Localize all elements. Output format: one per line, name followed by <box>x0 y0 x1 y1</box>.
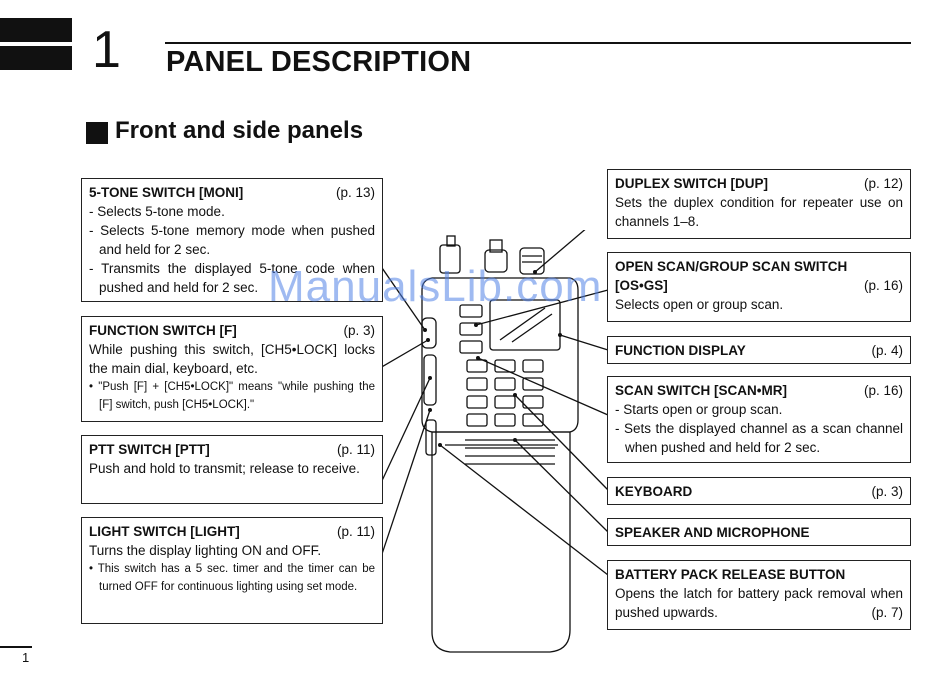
box-title: BATTERY PACK RELEASE BUTTON <box>615 567 846 582</box>
leader-line-battery <box>439 444 609 576</box>
leader-line-dup <box>534 230 586 273</box>
box-keyboard: KEYBOARD (p. 3) <box>607 477 911 505</box>
desc-line: - Transmits the displayed 5-tone code wh… <box>89 261 375 295</box>
leader-line-speaker <box>514 439 609 533</box>
leader-line-moni <box>380 264 426 331</box>
page-ref: (p. 11) <box>336 442 375 457</box>
desc-text: Sets the duplex condition for repeater u… <box>615 195 903 229</box>
leader-line-osgs <box>475 289 609 326</box>
box-function-switch: FUNCTION SWITCH [F] (p. 3) While pushing … <box>81 316 383 422</box>
page-ref: (p. 11) <box>336 524 375 539</box>
box-title: SPEAKER AND MICROPHONE <box>615 524 810 540</box>
page-ref: (p. 7) <box>871 605 903 620</box>
box-duplex-switch: DUPLEX SWITCH [DUP] (p. 12) Sets the dupl… <box>607 169 911 239</box>
chapter-number: 1 <box>92 21 121 79</box>
desc-text: While pushing this switch, [CH5•LOCK] lo… <box>89 342 375 376</box>
box-function-display: FUNCTION DISPLAY (p. 4) <box>607 336 911 364</box>
section-title: Front and side panels <box>115 117 364 144</box>
desc-text: Selects open or group scan. <box>615 297 784 312</box>
desc-text: Push and hold to transmit; release to re… <box>89 461 360 476</box>
leader-line-keyboard <box>514 394 609 491</box>
box-title: OPEN SCAN/GROUP SCAN SWITCH <box>615 259 848 274</box>
desc-text: Turns the display lighting ON and OFF. <box>89 543 322 558</box>
watermark: ManualsLib.com <box>268 262 603 311</box>
leader-line-light <box>380 409 431 561</box>
page-ref: (p. 3) <box>871 483 903 499</box>
leader-line-function <box>380 339 429 369</box>
box-5tone-switch: 5-TONE SWITCH [MONI] (p. 13) - Selects 5-… <box>81 178 383 302</box>
note-text: • This switch has a 5 sec. timer and the… <box>89 563 375 593</box>
box-title: SCAN SWITCH [SCAN•MR] <box>615 383 787 398</box>
footer-rule <box>0 646 32 648</box>
box-title: LIGHT SWITCH [LIGHT] <box>89 524 240 539</box>
leader-line-display <box>559 334 609 351</box>
chapter-rule <box>165 42 911 44</box>
box-scan-switch: SCAN SWITCH [SCAN•MR] (p. 16) - Starts op… <box>607 376 911 463</box>
box-speaker-microphone: SPEAKER AND MICROPHONE <box>607 518 911 546</box>
box-title: KEYBOARD <box>615 483 693 499</box>
note-text: • "Push [F] + [CH5•LOCK]" means "while p… <box>89 381 375 411</box>
page-ref: (p. 16) <box>863 383 903 398</box>
page-ref: (p. 13) <box>335 185 375 200</box>
box-title: DUPLEX SWITCH [DUP] <box>615 176 768 191</box>
section-marker <box>86 122 108 144</box>
desc-line: - Sets the displayed channel as a scan c… <box>615 421 903 455</box>
box-title: FUNCTION SWITCH [F] <box>89 323 237 338</box>
page-ref: (p. 16) <box>863 278 903 293</box>
box-title: 5-TONE SWITCH [MONI] <box>89 185 244 200</box>
box-title: PTT SWITCH [PTT] <box>89 442 210 457</box>
radio-illustration <box>380 230 609 653</box>
page-ref: (p. 12) <box>863 176 903 191</box>
desc-line: - Selects 5-tone memory mode when pushed… <box>89 223 375 257</box>
box-battery-release: BATTERY PACK RELEASE BUTTON Opens the la… <box>607 560 911 630</box>
page-ref: (p. 4) <box>871 342 903 358</box>
box-light-switch: LIGHT SWITCH [LIGHT] (p. 11) Turns the di… <box>81 517 383 624</box>
box-title: FUNCTION DISPLAY <box>615 342 746 358</box>
desc-line: - Selects 5-tone mode. <box>89 204 225 219</box>
chapter-tab-divider <box>0 42 72 46</box>
page-ref: (p. 3) <box>343 323 375 338</box>
box-open-scan-switch: OPEN SCAN/GROUP SCAN SWITCH [OS•GS] (p. 1… <box>607 252 911 322</box>
box-subtitle: [OS•GS] <box>615 278 668 293</box>
box-ptt-switch: PTT SWITCH [PTT] (p. 11) Push and hold to… <box>81 435 383 504</box>
page-number: 1 <box>22 650 30 665</box>
desc-text: Opens the latch for battery pack removal… <box>615 586 903 620</box>
chapter-title: PANEL DESCRIPTION <box>166 46 472 78</box>
desc-line: - Starts open or group scan. <box>615 402 783 417</box>
